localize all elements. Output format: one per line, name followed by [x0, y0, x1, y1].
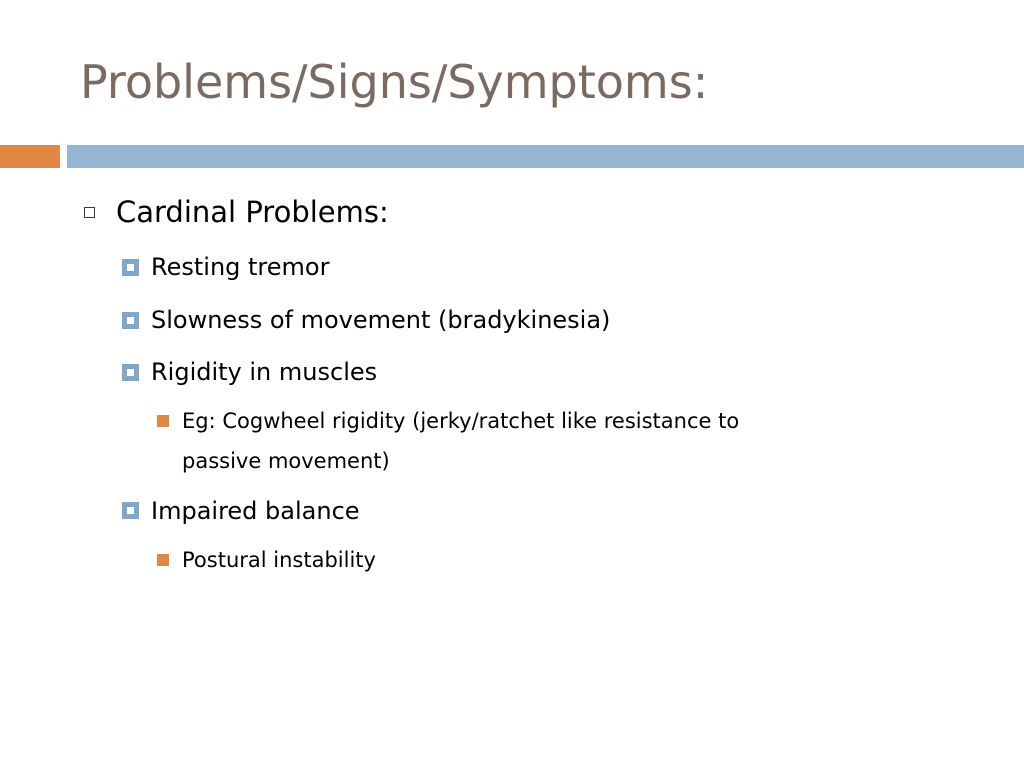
bullet-rigidity-in-muscles: Rigidity in muscles [151, 358, 378, 386]
orange-square-bullet-icon [157, 415, 169, 427]
blue-square-bullet-icon [122, 502, 139, 519]
title-accent-bar-orange [0, 145, 60, 168]
blue-square-bullet-icon [122, 259, 139, 276]
orange-square-bullet-icon [157, 554, 169, 566]
bullet-cogwheel-rigidity-line2: passive movement) [182, 449, 390, 473]
bullet-cardinal-problems: Cardinal Problems: [116, 195, 389, 229]
slide-title: Problems/Signs/Symptoms: [80, 55, 709, 109]
bullet-impaired-balance: Impaired balance [151, 497, 360, 525]
bullet-slowness-of-movement: Slowness of movement (bradykinesia) [151, 306, 611, 334]
bullet-cogwheel-rigidity-line1: Eg: Cogwheel rigidity (jerky/ratchet lik… [182, 409, 740, 433]
hollow-square-bullet-icon [84, 207, 95, 218]
bullet-postural-instability: Postural instability [182, 548, 376, 572]
title-accent-bar-blue [67, 145, 1024, 168]
bullet-resting-tremor: Resting tremor [151, 253, 330, 281]
blue-square-bullet-icon [122, 312, 139, 329]
blue-square-bullet-icon [122, 364, 139, 381]
